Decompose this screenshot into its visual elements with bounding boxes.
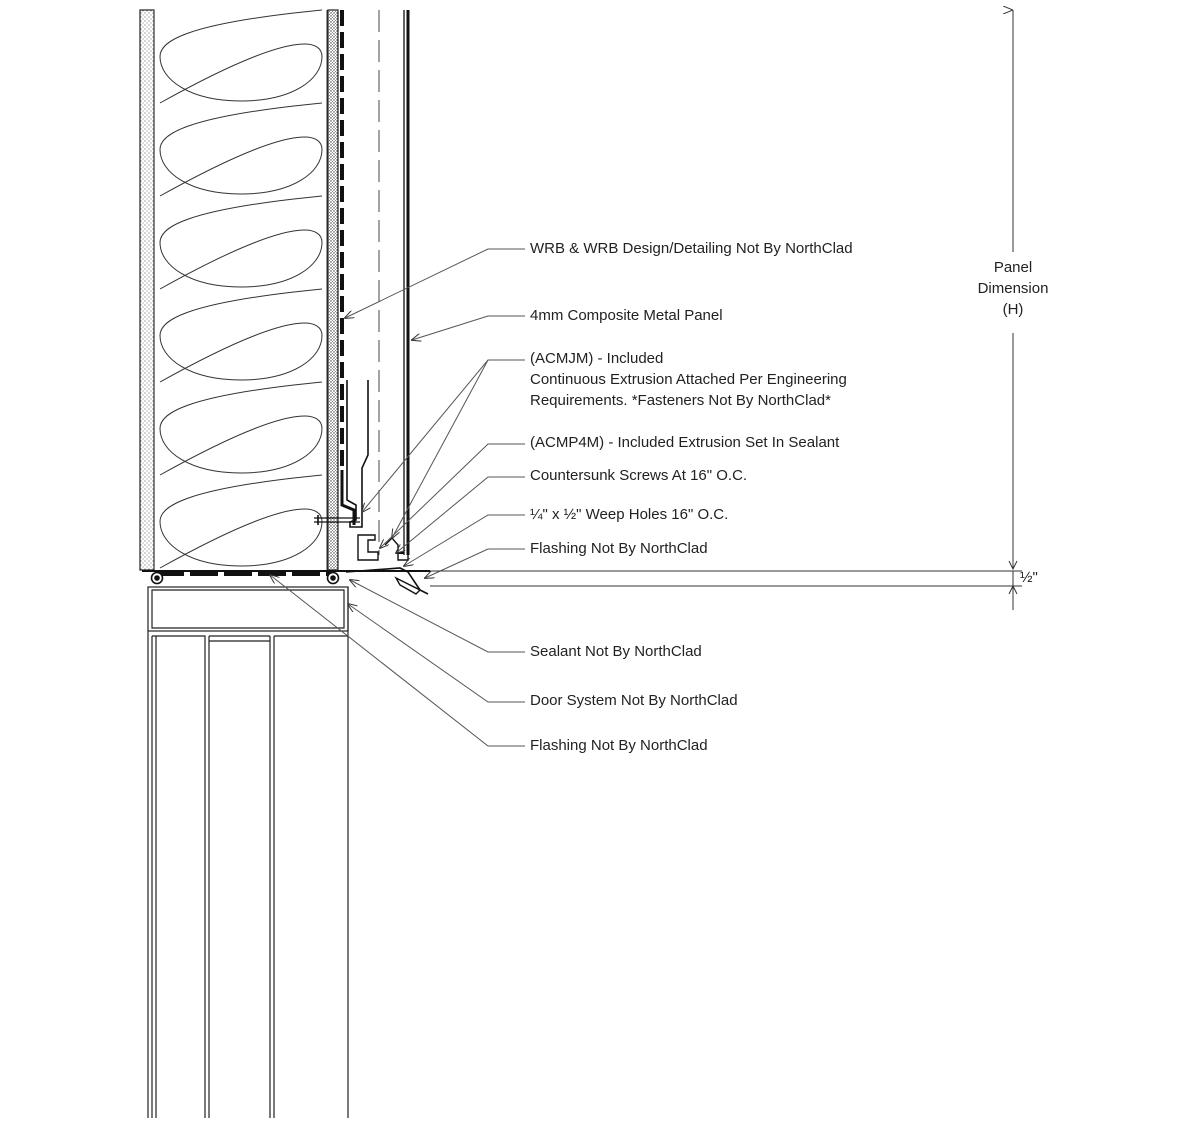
panel-dimension-line3: (H) — [1002, 301, 1024, 318]
acmjm-extrusion — [314, 380, 369, 528]
base-flashing — [142, 567, 430, 595]
panel-dimension-line1: Panel — [993, 259, 1033, 276]
wrb-callout: WRB & WRB Design/Detailing Not By NorthC… — [530, 240, 853, 257]
flashing-top-callout: Flashing Not By NorthClad — [530, 540, 708, 557]
composite-metal-panel — [403, 10, 410, 555]
batt-insulation — [153, 9, 328, 570]
leader-lines — [270, 248, 525, 747]
screws-callout: Countersunk Screws At 16" O.C. — [530, 467, 748, 484]
gypsum-board — [139, 9, 155, 571]
wrb-membrane — [340, 10, 356, 525]
panel-dimension-line2: Dimension — [977, 280, 1049, 297]
flashing-bottom-callout: Flashing Not By NorthClad — [530, 737, 708, 754]
acmp4m-callout: (ACMP4M) - Included Extrusion Set In Sea… — [530, 434, 840, 451]
acmjm-callout-title: (ACMJM) - Included — [530, 350, 664, 367]
door-system-callout: Door System Not By NorthClad — [530, 692, 738, 709]
gap-dimension: ½" — [1020, 569, 1038, 586]
sealant-beads — [150, 571, 340, 585]
acmjm-callout-line2: Continuous Extrusion Attached Per Engine… — [530, 371, 847, 388]
acmjm-callout-line3: Requirements. *Fasteners Not By NorthCla… — [530, 392, 831, 409]
composite-panel-callout: 4mm Composite Metal Panel — [530, 307, 723, 324]
weep-holes-callout: ¼" x ½" Weep Holes 16" O.C. — [530, 506, 729, 523]
door-system — [147, 586, 349, 1118]
acmp4m-extrusion — [357, 534, 409, 561]
exterior-sheathing — [327, 9, 339, 571]
dimension-lines — [430, 10, 1022, 610]
sealant-callout: Sealant Not By NorthClad — [530, 643, 702, 660]
